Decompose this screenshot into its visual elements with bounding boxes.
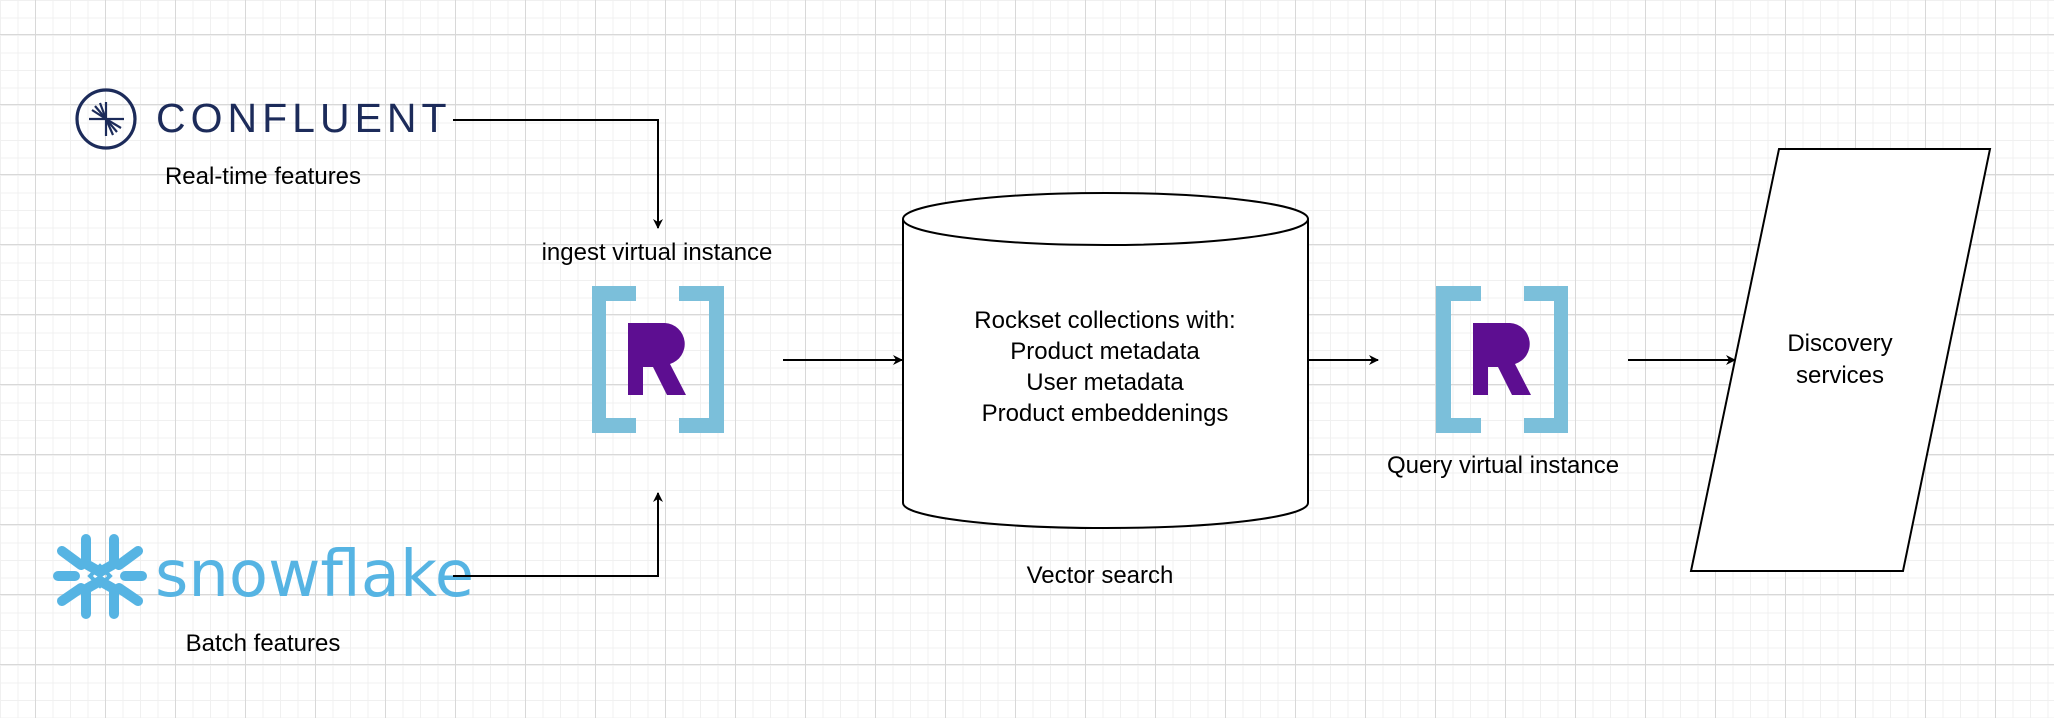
confluent-to-ingest-connector[interactable] <box>453 119 663 229</box>
ingest-rockset-node[interactable] <box>592 286 724 433</box>
rockset-r-letter <box>628 323 686 395</box>
storage-line-1: Rockset collections with: <box>974 307 1235 334</box>
rockset-collections-cylinder[interactable]: Rockset collections with: Product metada… <box>902 192 1309 530</box>
snowflake-logo[interactable]: snowflake <box>53 534 474 619</box>
discovery-line-2: services <box>1796 362 1884 389</box>
confluent-wordmark: CONFLUENT <box>156 95 452 141</box>
snowflake-to-ingest-connector[interactable] <box>453 492 663 577</box>
storage-line-2: Product metadata <box>1010 338 1200 365</box>
right-bracket <box>679 286 724 433</box>
left-bracket <box>592 286 636 433</box>
left-bracket <box>1436 286 1481 433</box>
rockset-logo-icon <box>592 286 724 433</box>
snowflake-icon <box>53 534 147 619</box>
confluent-burst-icon <box>75 88 137 150</box>
ingest-instance-label: ingest virtual instance <box>542 239 773 266</box>
snowflake-wordmark: snowflake <box>155 538 474 612</box>
rockset-logo-icon <box>1436 286 1568 433</box>
confluent-logo[interactable]: CONFLUENT <box>75 88 452 150</box>
storage-line-4: Product embeddenings <box>982 400 1229 427</box>
snowflake-caption: Batch features <box>186 630 341 657</box>
query-rockset-node[interactable] <box>1436 286 1568 433</box>
confluent-caption: Real-time features <box>165 163 361 190</box>
right-bracket <box>1524 286 1568 433</box>
discovery-line-1: Discovery <box>1787 330 1892 357</box>
vector-search-caption: Vector search <box>1027 562 1174 589</box>
storage-line-3: User metadata <box>1026 369 1184 396</box>
discovery-services-node[interactable]: Discovery services <box>1689 148 1992 572</box>
rockset-r-letter <box>1473 323 1531 395</box>
query-instance-label: Query virtual instance <box>1387 452 1619 479</box>
